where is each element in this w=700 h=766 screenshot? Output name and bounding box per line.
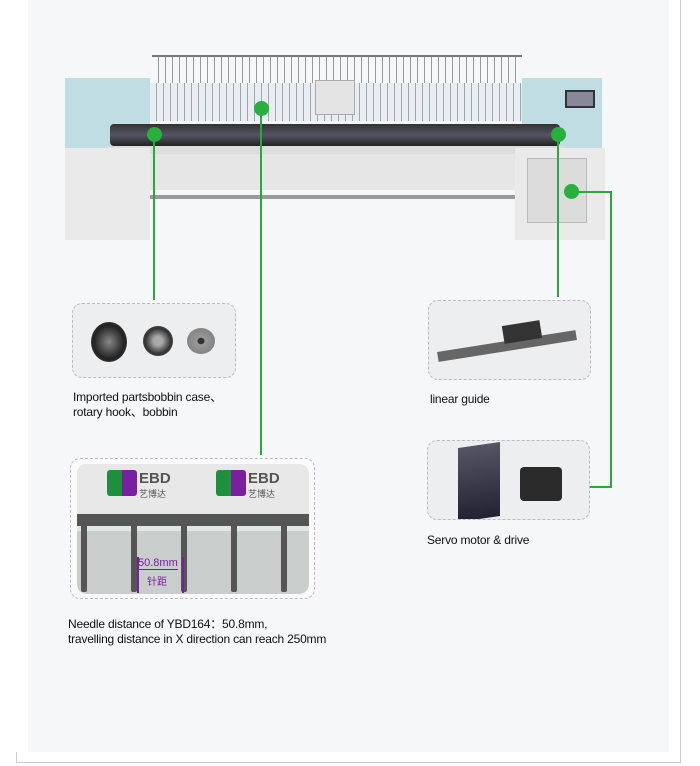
needle-distance-label: 50.8mm — [138, 557, 178, 570]
callout-dot-linear-guide[interactable] — [551, 127, 566, 142]
control-screen — [565, 90, 595, 108]
bobbin-parts-image — [72, 303, 236, 378]
servo-drive-icon — [458, 442, 500, 519]
center-panel — [315, 80, 355, 115]
servo-motor-icon — [520, 467, 562, 501]
brand-label: EBD — [248, 470, 280, 487]
ebd-logo — [107, 470, 137, 496]
caption-line: Imported partsbobbin case、 — [73, 390, 222, 404]
servo-motor-image — [427, 440, 590, 520]
callout-dot-needle[interactable] — [254, 101, 269, 116]
bobbin-caption: Imported partsbobbin case、 rotary hook、b… — [73, 390, 222, 420]
bobbin-icon — [187, 328, 215, 354]
frame-body — [150, 154, 520, 190]
needle-distance-label-cn: 针距 — [147, 577, 167, 588]
table-bar — [105, 146, 565, 154]
callout-dot-bobbin[interactable] — [147, 127, 162, 142]
linear-guide-caption: linear guide — [430, 392, 490, 406]
brand-label-cn: 艺博达 — [139, 489, 167, 499]
left-leg — [65, 148, 150, 240]
brand-label: EBD — [139, 470, 171, 487]
bobbin-case-icon — [91, 322, 127, 362]
servo-caption: Servo motor & drive — [427, 533, 530, 547]
rotary-hook-icon — [143, 326, 173, 356]
roller — [110, 124, 560, 146]
thread-rack — [152, 55, 522, 85]
linear-guide-image — [428, 300, 591, 380]
caption-line: rotary hook、bobbin — [73, 405, 178, 419]
caption-line: travelling distance in X direction can r… — [68, 632, 327, 646]
ebd-logo — [216, 470, 246, 496]
caption-line: Needle distance of YBD164：50.8mm, — [68, 617, 268, 631]
needle-caption: Needle distance of YBD164：50.8mm, travel… — [68, 617, 326, 647]
callout-dot-servo[interactable] — [564, 184, 579, 199]
brand-label-cn: 艺博达 — [248, 489, 276, 499]
frame-border — [16, 762, 681, 763]
frame-border — [16, 752, 17, 763]
needle-distance-image: EBD 艺博达 EBD 艺博达 50.8mm 针距 — [70, 458, 315, 599]
frame-border — [680, 0, 681, 762]
lower-bar — [150, 195, 520, 199]
quilting-machine-image — [60, 50, 620, 250]
